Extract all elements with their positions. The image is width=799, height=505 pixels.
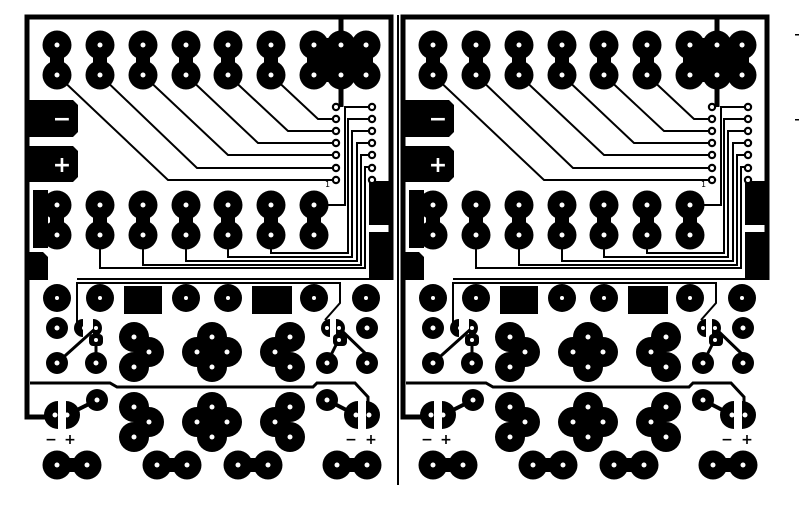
panel-divider: [397, 15, 399, 485]
edge-mark-top: [795, 34, 799, 36]
edge-mark-bottom: [795, 119, 799, 121]
